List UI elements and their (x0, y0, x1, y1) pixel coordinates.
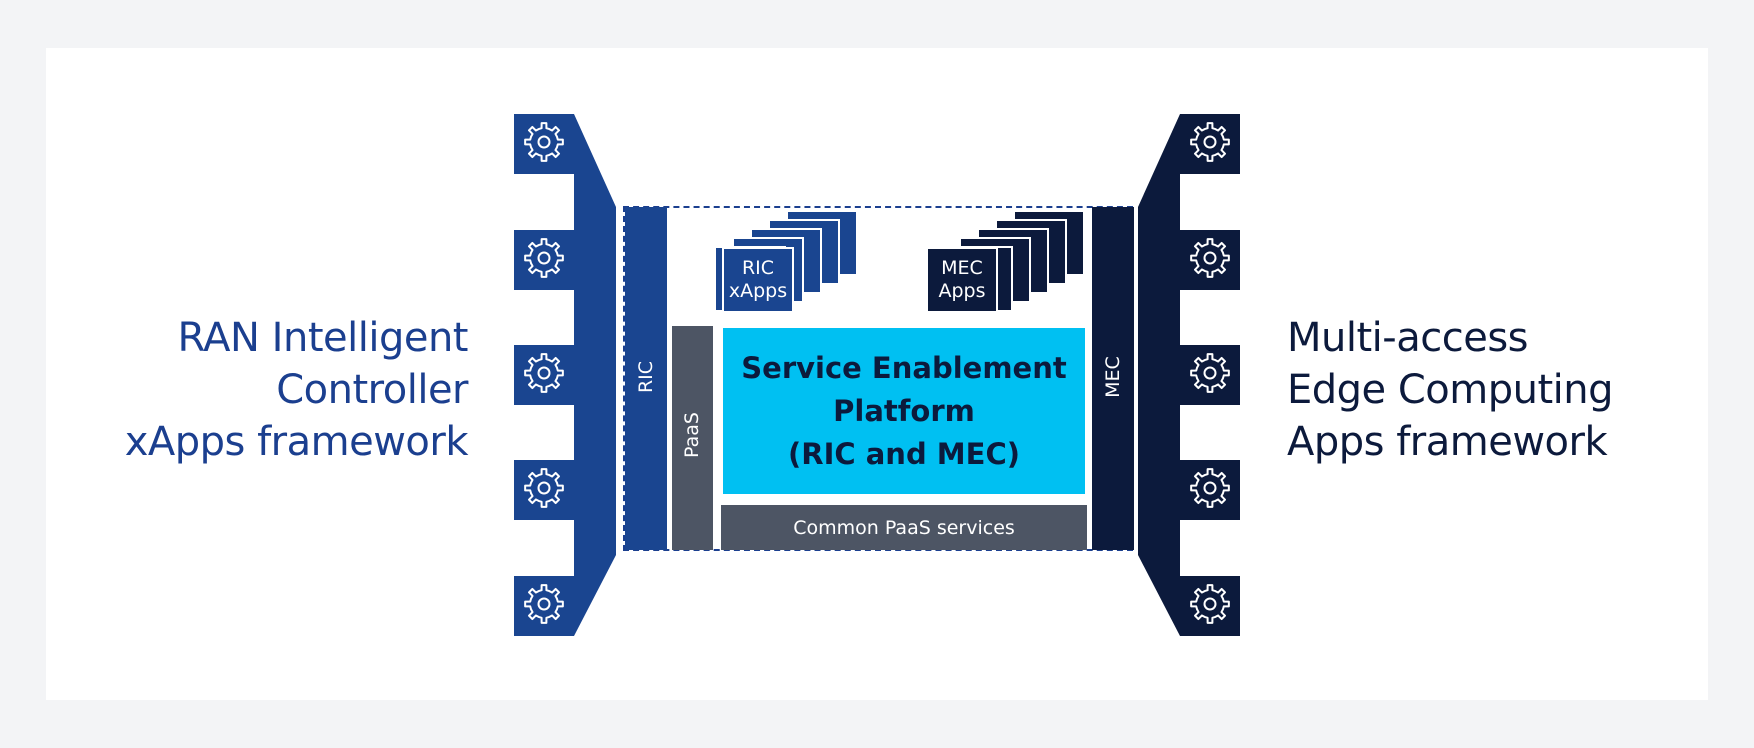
service-enablement-platform: Service Enablement Platform (RIC and MEC… (721, 326, 1087, 496)
paas-bar-label: PaaS (681, 412, 703, 458)
ric-framework-line-3: xApps framework (124, 419, 469, 465)
ric-framework-label: RAN Intelligent Controller xApps framewo… (124, 312, 469, 468)
mec-apps-line-2: Apps (938, 280, 986, 302)
mec-app-tile-5 (1180, 576, 1240, 636)
platform-line-1: Service Enablement (741, 350, 1067, 385)
mec-funnel (1138, 114, 1180, 636)
mec-app-tile-4 (1180, 460, 1240, 520)
ric-framework-line-2: Controller (276, 367, 468, 413)
mec-app-tile-2 (1180, 230, 1240, 290)
ric-framework-line-1: RAN Intelligent (177, 315, 469, 361)
ric-bar (625, 207, 667, 550)
gear-icon (1186, 580, 1234, 632)
gear-icon (520, 464, 568, 516)
ric-xapp-tile-3 (514, 345, 574, 405)
gear-icon (1186, 349, 1234, 401)
platform-line-3: (RIC and MEC) (787, 436, 1021, 471)
gear-icon (520, 580, 568, 632)
gear-icon (520, 234, 568, 286)
gear-icon (1186, 118, 1234, 170)
mec-framework-label: Multi-access Edge Computing Apps framewo… (1287, 312, 1614, 468)
gear-icon (520, 118, 568, 170)
gear-icon (520, 349, 568, 401)
mec-app-tile-1 (1180, 114, 1240, 174)
paas-bar (672, 326, 713, 550)
ric-xapp-tile-1 (514, 114, 574, 174)
ric-xapps-line-2: xApps (728, 280, 788, 302)
ric-funnel (574, 114, 616, 636)
ric-xapp-tile-5 (514, 576, 574, 636)
platform-line-2: Platform (833, 393, 975, 428)
ric-xapp-tile-2 (514, 230, 574, 290)
ric-xapps-line-1: RIC (741, 257, 775, 279)
gear-icon (1186, 234, 1234, 286)
ric-xapp-tile-4 (514, 460, 574, 520)
mec-bar-label: MEC (1102, 356, 1124, 398)
ric-xapps-card: RIC xApps (722, 247, 794, 313)
common-paas-services: Common PaaS services (721, 505, 1087, 550)
mec-apps-line-1: MEC (941, 257, 983, 279)
mec-apps-card: MEC Apps (926, 247, 998, 313)
ric-bar-label: RIC (635, 360, 657, 394)
mec-app-tile-3 (1180, 345, 1240, 405)
mec-framework-line-2: Edge Computing (1287, 367, 1614, 413)
mec-bar (1092, 207, 1134, 550)
mec-framework-line-3: Apps framework (1287, 419, 1608, 465)
gear-icon (1186, 464, 1234, 516)
mec-framework-line-1: Multi-access (1287, 315, 1529, 361)
